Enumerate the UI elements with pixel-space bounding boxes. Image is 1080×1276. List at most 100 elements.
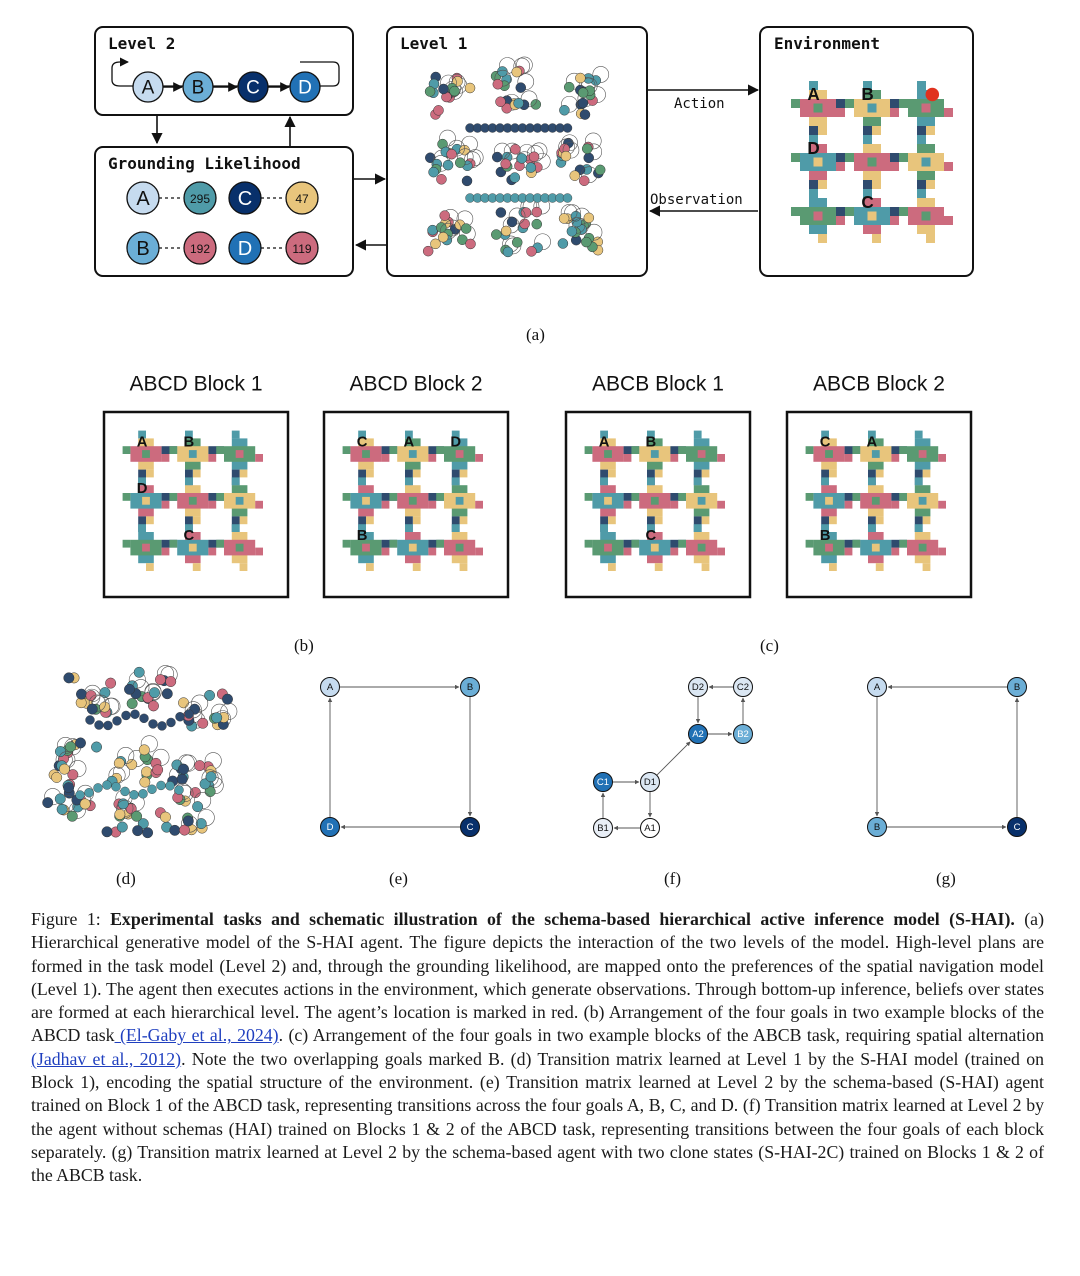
level1d-node bbox=[204, 689, 216, 701]
block3-tile bbox=[647, 477, 655, 486]
level1-node bbox=[438, 83, 449, 95]
block4-tile bbox=[914, 430, 923, 439]
level1d-link-node bbox=[148, 719, 158, 729]
block3-tile bbox=[654, 469, 663, 478]
graph-node-label-A: A bbox=[327, 682, 334, 693]
graph-node-B1 bbox=[593, 818, 613, 838]
level1-loop bbox=[517, 73, 535, 90]
block-title-1: ABCD Block 1 bbox=[129, 373, 262, 396]
block2-tile bbox=[342, 539, 351, 548]
block3-tile bbox=[608, 563, 616, 571]
block4-tile bbox=[938, 500, 946, 509]
block1-tile bbox=[231, 524, 240, 532]
observation-label: Observation bbox=[650, 192, 743, 208]
level1-node bbox=[558, 213, 570, 224]
block4-connector bbox=[844, 446, 861, 454]
block3-tile bbox=[604, 496, 612, 505]
level1-loop bbox=[592, 66, 610, 83]
env-tile bbox=[921, 103, 931, 113]
block3-connector bbox=[623, 539, 640, 548]
block2-tile bbox=[459, 469, 468, 478]
block2-tile bbox=[405, 524, 413, 532]
block1-tile bbox=[142, 543, 150, 552]
level1-node bbox=[502, 246, 514, 258]
block4-tile bbox=[922, 516, 931, 525]
block4-tile bbox=[875, 516, 884, 525]
level1d-loop bbox=[191, 694, 209, 712]
grounding-state bbox=[183, 231, 217, 265]
block4-tile bbox=[938, 547, 946, 556]
block4-tile bbox=[805, 539, 814, 548]
block2-tile bbox=[436, 539, 444, 548]
block1-tile bbox=[255, 454, 263, 462]
block4-tile bbox=[914, 524, 923, 532]
block2-tile bbox=[428, 454, 437, 462]
level1-loop bbox=[584, 132, 602, 150]
level1d-node bbox=[114, 808, 126, 820]
block3-tile bbox=[693, 477, 702, 486]
transition-graph-d bbox=[42, 665, 238, 839]
block2-tile bbox=[358, 430, 366, 439]
block4-tile bbox=[844, 500, 853, 509]
block1-tile bbox=[138, 524, 146, 532]
level1-node bbox=[500, 225, 512, 237]
grounding-state bbox=[183, 181, 217, 215]
level1d-node bbox=[75, 737, 86, 749]
env-tile bbox=[809, 189, 818, 198]
level1d-loop bbox=[194, 792, 212, 810]
block3-goal-A: A bbox=[599, 434, 610, 450]
caption-label: Figure 1: bbox=[31, 909, 101, 929]
env-tile bbox=[944, 216, 953, 225]
env-tile bbox=[921, 211, 931, 221]
level1-node bbox=[506, 216, 518, 228]
level1d-loop bbox=[88, 694, 106, 712]
block3-connector bbox=[623, 446, 640, 454]
graph-node-B bbox=[867, 817, 887, 837]
block1-tile bbox=[142, 450, 150, 458]
level1d-node bbox=[42, 797, 54, 809]
graph-node-D1 bbox=[640, 772, 660, 792]
level1d-link-node bbox=[130, 709, 140, 719]
env-tile bbox=[791, 99, 800, 108]
env-tile bbox=[813, 103, 823, 113]
block2-tile bbox=[408, 496, 417, 505]
env-tile bbox=[899, 153, 908, 162]
block3-tile bbox=[608, 516, 616, 525]
citation-el-gaby[interactable]: (El-Gaby et al., 2024) bbox=[114, 1025, 279, 1046]
level1d-link-node bbox=[156, 780, 166, 791]
block4-tile bbox=[852, 493, 861, 501]
block3-tile bbox=[600, 524, 608, 532]
level1-loop bbox=[562, 141, 580, 159]
block3-tile bbox=[697, 496, 706, 505]
level1d-node bbox=[176, 773, 188, 785]
block1-tile bbox=[231, 430, 240, 439]
block2-tile bbox=[455, 543, 464, 552]
block1-tile bbox=[185, 477, 193, 486]
level1d-node bbox=[124, 683, 135, 695]
block3-tile bbox=[650, 496, 659, 505]
citation-jadhav[interactable]: (Jadhav et al., 2012) bbox=[31, 1048, 182, 1069]
env-tile bbox=[926, 180, 935, 189]
level1d-link-node bbox=[112, 716, 122, 726]
level1-node bbox=[531, 206, 543, 218]
block4-tile bbox=[899, 493, 907, 501]
block2-tile bbox=[362, 450, 370, 458]
level1d-node bbox=[152, 764, 164, 776]
level1d-node bbox=[54, 746, 66, 758]
block4-tile bbox=[868, 477, 876, 486]
block4-tile bbox=[899, 539, 907, 548]
block1-tile bbox=[138, 430, 146, 439]
level1d-link-node bbox=[93, 783, 103, 793]
level2-node-label-D: D bbox=[298, 78, 312, 99]
block4-tile bbox=[829, 563, 837, 571]
caption-e: (e) bbox=[389, 869, 408, 888]
block1-tile bbox=[235, 543, 244, 552]
graph-node-D bbox=[320, 817, 340, 837]
block3-tile bbox=[693, 524, 702, 532]
level1-node bbox=[433, 105, 444, 116]
block2-tile bbox=[436, 446, 444, 454]
level1d-node bbox=[141, 766, 152, 778]
block4-tile bbox=[825, 450, 833, 458]
block2-tile bbox=[412, 516, 421, 525]
level1d-node bbox=[132, 825, 144, 837]
